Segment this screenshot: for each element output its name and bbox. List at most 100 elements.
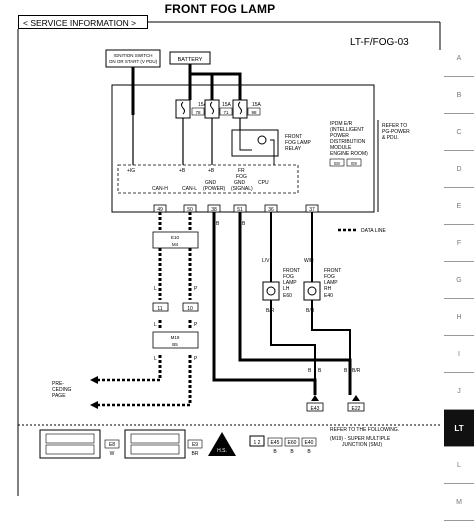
refer-pg-note: REFER TO PG-POWER & PDU. (377, 120, 410, 212)
svg-text:B5: B5 (172, 342, 178, 347)
section-breadcrumb[interactable]: < SERVICE INFORMATION > (18, 15, 148, 29)
svg-text:E60: E60 (283, 293, 292, 299)
ignition-switch-block: IGNITION SWITCH ON OR START (V PDU) (105, 49, 161, 68)
svg-text:H.S.: H.S. (217, 448, 227, 454)
svg-text:ENGINE ROOM): ENGINE ROOM) (330, 151, 368, 157)
svg-text:REFER TO: REFER TO (382, 123, 407, 129)
svg-text:L/V: L/V (262, 258, 270, 264)
svg-text:B: B (344, 368, 348, 374)
svg-text:BR: BR (192, 451, 199, 457)
data-line-legend: DATA LINE (338, 228, 386, 234)
svg-text:E45: E45 (271, 440, 280, 446)
side-tab-e[interactable]: E (444, 188, 474, 225)
svg-text:E10: E10 (171, 235, 180, 240)
svg-text:B: B (216, 221, 220, 227)
svg-text:15A: 15A (252, 102, 262, 108)
side-tab-l[interactable]: L (444, 447, 474, 484)
refer-following-note: REFER TO THE FOLLOWING. (M19) - SUPER MU… (330, 427, 399, 448)
side-tab-lt[interactable]: LT (444, 410, 474, 447)
svg-text:FOG: FOG (324, 274, 335, 280)
preceding-page-link[interactable]: PRE- CEDING PAGE (52, 381, 72, 399)
svg-text:15A: 15A (198, 102, 208, 108)
svg-text:(M19) - SUPER MULTIPLE: (M19) - SUPER MULTIPLE (330, 436, 391, 442)
side-tab-h[interactable]: H (444, 299, 474, 336)
svg-text:38: 38 (211, 207, 217, 213)
svg-text:RH: RH (324, 286, 332, 292)
svg-text:B: B (242, 221, 246, 227)
svg-text:DISTRIBUTION: DISTRIBUTION (330, 139, 366, 145)
cpu-box (117, 164, 299, 194)
svg-text:LAMP: LAMP (283, 280, 297, 286)
svg-text:PG-POWER: PG-POWER (382, 129, 410, 135)
fuse-98: 15A 98 (232, 99, 262, 119)
svg-text:P: P (194, 286, 198, 292)
svg-text:ON OR START (V PDU): ON OR START (V PDU) (109, 59, 158, 64)
svg-text:1 2: 1 2 (254, 440, 261, 446)
svg-text:FRONT: FRONT (283, 268, 300, 274)
svg-text:37: 37 (309, 207, 315, 213)
hs-badge: H.S. (208, 432, 236, 456)
svg-text:RELAY: RELAY (285, 146, 302, 152)
svg-text:E22: E22 (352, 406, 361, 412)
svg-text:FRONT: FRONT (324, 268, 341, 274)
svg-text:P: P (194, 322, 198, 328)
svg-text:& PDU.: & PDU. (382, 135, 399, 141)
ground-e22: E22 (347, 395, 365, 412)
svg-text:B: B (318, 368, 322, 374)
side-tab-f[interactable]: F (444, 225, 474, 262)
svg-text:DATA LINE: DATA LINE (361, 228, 386, 234)
svg-text:BATTERY: BATTERY (178, 57, 203, 63)
svg-text:10: 10 (187, 306, 193, 312)
front-fog-lamp-rh: FRONT FOG LAMP RH E40 (303, 268, 341, 301)
svg-text:E43: E43 (311, 406, 320, 412)
svg-text:CPU: CPU (258, 180, 269, 186)
fuse-78: 15A 78 (175, 99, 208, 119)
svg-text:E40: E40 (305, 440, 314, 446)
connector-e10-m4: E10 M4 (152, 231, 199, 249)
side-tab-b[interactable]: B (444, 77, 474, 114)
svg-text:B: B (307, 449, 311, 455)
svg-text:E9: E9 (192, 442, 198, 448)
svg-text:FR: FR (238, 168, 245, 174)
svg-text:W: W (110, 451, 115, 457)
side-tab-d[interactable]: D (444, 151, 474, 188)
ipdm-pin-labels: +IG +B +B FR FOG CPU CAN-H CAN-L GND (PO… (127, 168, 269, 192)
side-tab-j[interactable]: J (444, 373, 474, 410)
svg-text:POWER: POWER (330, 133, 349, 139)
svg-text:PAGE: PAGE (52, 393, 66, 399)
svg-text:GND: GND (205, 180, 217, 186)
connector-m19-b5: M19 B5 (152, 331, 199, 349)
side-tab-a[interactable]: A (444, 40, 474, 77)
svg-text:71: 71 (223, 110, 229, 115)
svg-text:CAN-L: CAN-L (182, 186, 197, 192)
svg-text:FRONT: FRONT (285, 134, 302, 140)
svg-text:E8: E8 (334, 161, 340, 166)
svg-text:B/R: B/R (352, 368, 361, 374)
svg-text:B: B (290, 449, 294, 455)
svg-text:L: L (154, 356, 157, 362)
svg-text:B: B (308, 368, 312, 374)
side-tab-g[interactable]: G (444, 262, 474, 299)
svg-text:11: 11 (157, 306, 162, 312)
battery-block: BATTERY (169, 51, 211, 65)
svg-text:36: 36 (268, 207, 274, 213)
svg-text:IGNITION SWITCH: IGNITION SWITCH (114, 53, 153, 58)
svg-text:B/R: B/R (306, 308, 315, 314)
svg-text:MODULE: MODULE (330, 145, 352, 151)
fog-lamp-relay: FRONT FOG LAMP RELAY (231, 129, 312, 165)
page-title: FRONT FOG LAMP (164, 2, 276, 16)
svg-text:CEDING: CEDING (52, 387, 72, 393)
svg-text:51: 51 (237, 207, 243, 213)
side-tab-c[interactable]: C (444, 114, 474, 151)
ipdm-terminals: 49 50 38 51 36 37 (153, 204, 319, 213)
svg-text:FOG LAMP: FOG LAMP (285, 140, 312, 146)
svg-text:REFER TO THE FOLLOWING.: REFER TO THE FOLLOWING. (330, 427, 399, 433)
svg-text:+IG: +IG (127, 168, 135, 174)
svg-text:B: B (273, 449, 277, 455)
svg-text:(SIGNAL): (SIGNAL) (231, 186, 253, 192)
svg-text:49: 49 (157, 207, 163, 213)
svg-text:50: 50 (187, 207, 193, 213)
side-tab-i[interactable]: I (444, 336, 474, 373)
wiring-diagram: IGNITION SWITCH ON OR START (V PDU) BATT… (17, 21, 441, 496)
connector-view-e8: E8 W (39, 429, 120, 459)
